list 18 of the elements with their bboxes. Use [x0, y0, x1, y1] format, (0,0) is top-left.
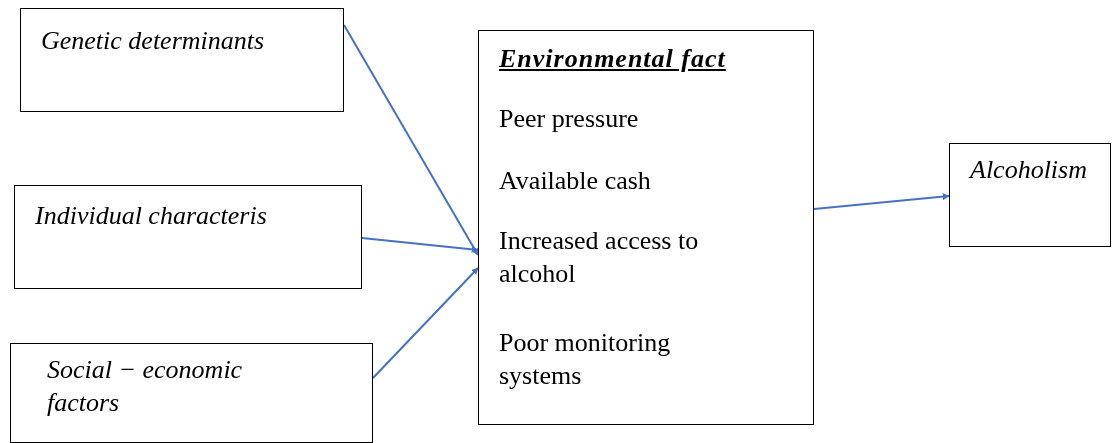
list-item: Increased access to alcohol	[499, 225, 700, 290]
process-box	[14, 185, 362, 289]
arrow	[813, 193, 950, 210]
arrow	[361, 237, 479, 253]
arrow	[343, 24, 479, 256]
process-box	[949, 143, 1111, 247]
list-item: Poor monitoring systems	[499, 327, 672, 392]
list-item: Peer pressure	[499, 103, 640, 135]
process-box	[10, 343, 373, 443]
process-box	[20, 8, 344, 112]
box-heading: Environmental fact	[499, 43, 727, 75]
box-title: Individual characteris	[35, 200, 268, 232]
list-item: Available cash	[499, 165, 652, 197]
arrow	[372, 267, 479, 379]
box-title: Alcoholism	[970, 154, 1088, 186]
box-title: Genetic determinants	[41, 25, 266, 57]
process-box	[478, 30, 814, 425]
box-title: Social − economic factors	[47, 354, 244, 419]
